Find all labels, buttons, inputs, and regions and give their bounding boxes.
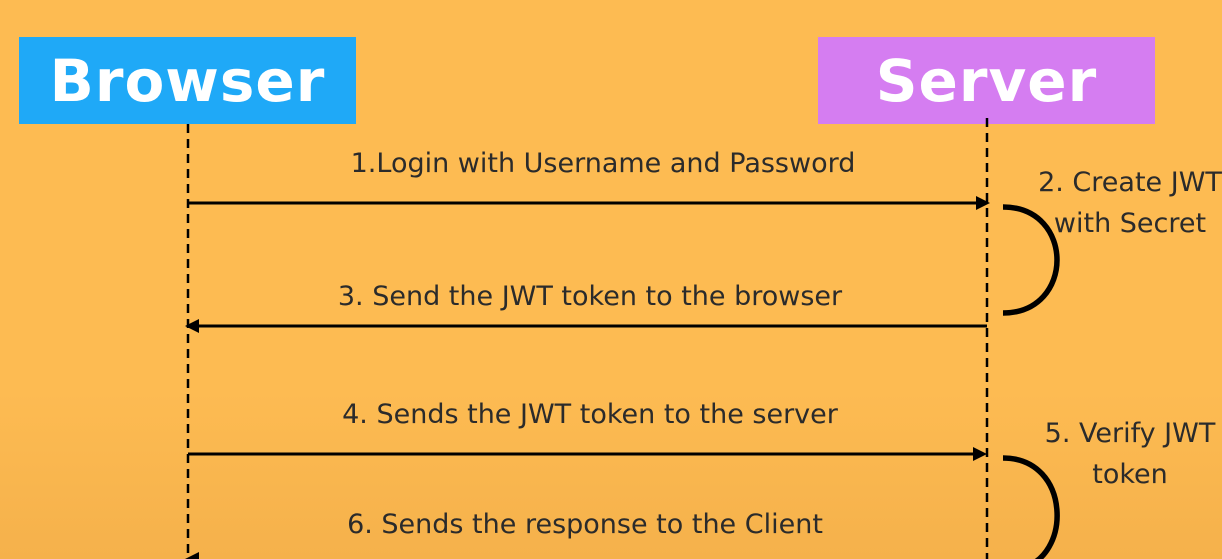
server-actor-box: Server	[818, 37, 1155, 124]
note-create-jwt: 2. Create JWT with Secret	[1030, 162, 1222, 244]
arrow-response-head	[185, 552, 199, 559]
verify-jwt-bracket	[1002, 455, 1060, 559]
note-verify-jwt: 5. Verify JWT token	[1030, 413, 1222, 495]
note-create-jwt-line2: with Secret	[1053, 208, 1207, 239]
message-send-token-text: 3. Send the JWT token to the browser	[337, 281, 843, 312]
note-verify-jwt-line1: 5. Verify JWT	[1044, 418, 1216, 449]
note-create-jwt-line1: 2. Create JWT	[1038, 167, 1222, 198]
message-sends-token-server-text: 4. Sends the JWT token to the server	[342, 399, 838, 430]
arrow-send-token-head	[185, 319, 199, 333]
note-verify-jwt-line2: token	[1092, 459, 1168, 490]
message-login: 1.Login with Username and Password	[340, 148, 866, 179]
browser-label: Browser	[49, 46, 326, 115]
create-jwt-bracket	[1002, 204, 1060, 316]
server-label: Server	[875, 46, 1098, 115]
browser-actor-box: Browser	[19, 37, 356, 124]
message-login-text: 1.Login with Username and Password	[350, 148, 856, 179]
arrow-login-head	[976, 196, 990, 210]
message-response: 6. Sends the response to the Client	[330, 509, 840, 540]
arrow-sends-token-server-head	[973, 447, 987, 461]
message-response-text: 6. Sends the response to the Client	[347, 509, 823, 540]
message-sends-token-server: 4. Sends the JWT token to the server	[330, 399, 850, 430]
message-send-token: 3. Send the JWT token to the browser	[330, 281, 850, 312]
